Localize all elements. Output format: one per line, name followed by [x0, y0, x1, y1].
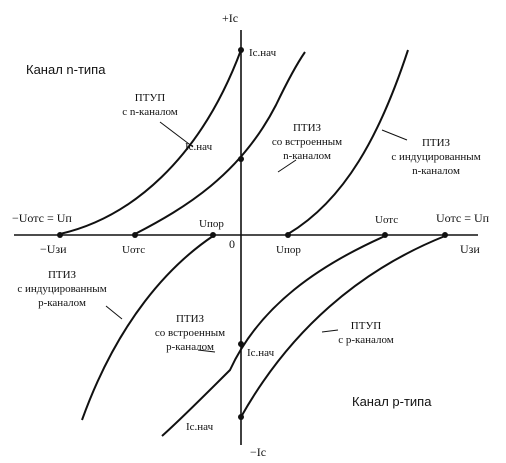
caption-ptiz-builtin-p-line2: со встроенным — [155, 327, 225, 339]
point-u-ots-right-eq — [442, 232, 448, 238]
label-ic-nach-low: Iс.нач — [247, 347, 275, 359]
caption-ptiz-builtin-n-line2: со встроенным — [272, 136, 342, 148]
label-ic-nach-bottom: Iс.нач — [186, 421, 214, 433]
curve-ptiz-induced-n — [287, 49, 409, 235]
x-axis-right-label: Uзи — [460, 242, 480, 256]
label-u-por-right: Uпор — [276, 244, 301, 256]
label-u-ots-left-eq: −Uотс = Uп — [12, 211, 72, 225]
curve-ptiz-builtin-n — [134, 51, 306, 235]
caption-ptiz-builtin-p-line1: ПТИЗ — [176, 313, 205, 325]
x-axis-left-label: −Uзи — [40, 242, 67, 256]
caption-ptiz-builtin-n-line1: ПТИЗ — [293, 122, 322, 134]
point-ic-nach-mid — [238, 156, 244, 162]
caption-ptiz-induced-p-line3: p-каналом — [38, 297, 86, 309]
leader-ptiz-builtin-n — [277, 159, 297, 173]
curve-ptup-n — [59, 49, 242, 235]
point-u-por-right — [285, 232, 291, 238]
caption-ptiz-builtin-p-line3: p-каналом — [166, 341, 214, 353]
curve-ptup-p — [240, 235, 446, 418]
label-ic-nach-mid: Iс.нач — [185, 141, 213, 153]
caption-ptup-n: ПТУП с n-каналом — [122, 92, 178, 118]
caption-ptiz-induced-p-line1: ПТИЗ — [48, 269, 77, 281]
y-axis-top-label: +Iс — [222, 11, 238, 25]
caption-ptiz-builtin-p: ПТИЗ со встроенным p-каналом — [155, 313, 225, 353]
caption-ptiz-induced-n: ПТИЗ с индуцированным n-каналом — [391, 137, 480, 177]
caption-ptiz-induced-n-line1: ПТИЗ — [422, 137, 451, 149]
leader-ptiz-induced-n — [381, 129, 408, 141]
curve-ptiz-builtin-p — [161, 235, 386, 437]
label-u-ots-right: Uотс — [375, 214, 398, 226]
caption-ptup-n-line1: ПТУП — [135, 92, 165, 104]
caption-ptup-p: ПТУП с p-каналом — [338, 320, 394, 346]
caption-ptup-p-line2: с p-каналом — [338, 334, 394, 346]
caption-ptiz-builtin-n: ПТИЗ со встроенным n-каналом — [272, 122, 342, 162]
label-ic-nach-top: Iс.нач — [249, 47, 277, 59]
caption-ptup-n-line2: с n-каналом — [122, 106, 178, 118]
label-u-ots-right-eq: Uотс = Uп — [436, 211, 490, 225]
caption-ptiz-induced-n-line2: с индуцированным — [391, 151, 480, 163]
region-p-channel-label: Канал p-типа — [352, 394, 432, 409]
origin-label: 0 — [229, 237, 235, 251]
point-ic-nach-bottom — [238, 414, 244, 420]
label-u-ots-left: Uотс — [122, 244, 145, 256]
leader-ptup-n — [159, 121, 194, 148]
caption-ptiz-induced-p: ПТИЗ с индуцированным p-каналом — [17, 269, 106, 309]
point-u-ots-left — [132, 232, 138, 238]
caption-ptiz-induced-p-line2: с индуцированным — [17, 283, 106, 295]
label-u-por-left: Uпор — [199, 218, 224, 230]
leader-ptiz-builtin-p — [197, 349, 216, 353]
caption-ptiz-builtin-n-line3: n-каналом — [283, 150, 331, 162]
leader-ptup-p — [321, 329, 339, 333]
caption-ptup-p-line1: ПТУП — [351, 320, 381, 332]
point-u-ots-left-eq — [57, 232, 63, 238]
caption-ptiz-induced-n-line3: n-каналом — [412, 165, 460, 177]
curve-ptiz-induced-p — [81, 235, 214, 421]
leader-ptiz-induced-p — [105, 305, 123, 320]
y-axis-bottom-label: −Iс — [250, 445, 266, 459]
region-n-channel-label: Канал n-типа — [26, 62, 106, 77]
point-ic-nach-top — [238, 47, 244, 53]
point-u-por-left — [210, 232, 216, 238]
point-ic-nach-low — [238, 341, 244, 347]
point-u-ots-right — [382, 232, 388, 238]
